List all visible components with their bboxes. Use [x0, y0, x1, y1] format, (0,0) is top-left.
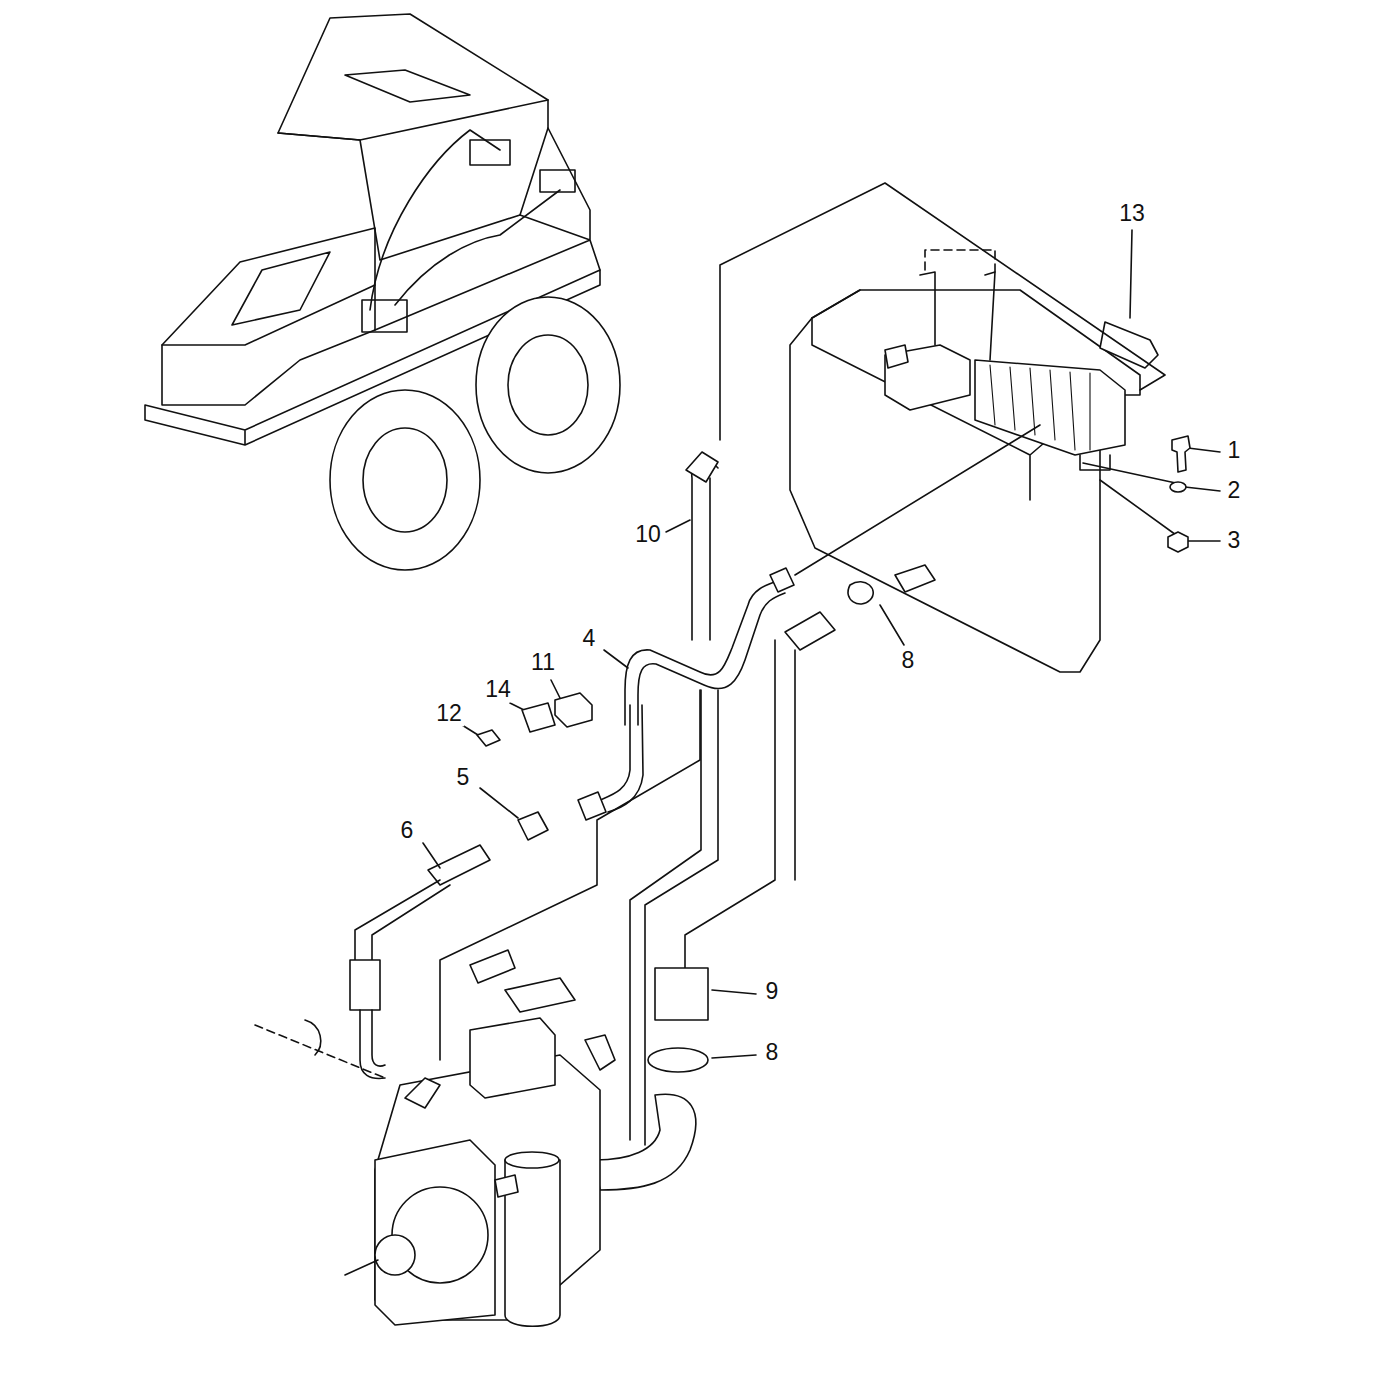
plate-fourteen [522, 703, 555, 732]
elbow-fitting [885, 345, 908, 368]
hose-six-end [350, 960, 380, 1010]
cab [278, 14, 548, 260]
callout-number: 12 [434, 701, 464, 726]
callout-number: 10 [633, 522, 663, 547]
callout-number: 3 [1226, 528, 1243, 553]
pump-elbow-left [405, 1078, 440, 1108]
leader-line [480, 788, 518, 818]
pump [345, 978, 615, 1326]
leader-line [1185, 487, 1220, 491]
callout-number: 8 [764, 1040, 781, 1065]
rear-wheel [476, 297, 620, 473]
tube-nine-run [685, 640, 795, 975]
front-wheel [330, 390, 480, 570]
stub-top [895, 565, 935, 592]
leader-line [551, 680, 560, 698]
pump-fitting [495, 1175, 518, 1197]
hoses [255, 425, 1040, 1190]
clamp-top [848, 582, 873, 604]
callout-number: 4 [581, 626, 598, 651]
tank-top [812, 290, 860, 318]
filter-housing [885, 345, 970, 410]
pipe-four [625, 580, 780, 725]
valve-sections [990, 365, 1090, 450]
pump-elbow-right [585, 1035, 615, 1070]
pipe-nut [770, 568, 794, 592]
leader-line [462, 725, 478, 735]
rear-rim [508, 335, 588, 435]
leader-line [712, 990, 756, 994]
callout-number: 8 [900, 648, 917, 673]
leader-lines [423, 230, 1220, 1058]
clamp-eleven [555, 693, 592, 727]
clip-left [305, 1020, 321, 1055]
small-valve [540, 170, 575, 192]
tube-nine-top [785, 612, 835, 650]
pilot-cylinder [1100, 322, 1158, 368]
control-valve [470, 1018, 555, 1098]
hose-ten [692, 459, 718, 640]
hood-panel [232, 252, 330, 325]
callout-number: 5 [455, 765, 472, 790]
hood-top [162, 285, 375, 345]
small-pump [362, 300, 407, 332]
pump-flange [375, 1140, 495, 1325]
leader-line [712, 1055, 756, 1058]
pipe-to-valve [795, 425, 1040, 575]
leader-line [1130, 230, 1132, 318]
small-tank [470, 140, 510, 165]
leader-line [1188, 448, 1220, 452]
pipe-four-b [638, 593, 785, 725]
pump-shaft [375, 1235, 415, 1275]
roof-hatch [345, 70, 470, 102]
cable-loop [925, 250, 995, 275]
tank-body [790, 290, 1140, 672]
leader-line [423, 843, 440, 868]
hood [162, 228, 375, 405]
callout-number: 11 [529, 650, 557, 675]
leader-line [1186, 540, 1220, 542]
callout-number: 1 [1226, 438, 1243, 463]
clamp-bottom [648, 1048, 708, 1072]
cab-roof [278, 100, 548, 140]
hose-run [370, 130, 560, 310]
leader-line [880, 605, 904, 645]
valve-block [975, 360, 1125, 455]
nut-five [578, 792, 606, 820]
hardware [477, 436, 1190, 746]
nut-three [1168, 532, 1188, 552]
hose-four-end [470, 950, 515, 983]
union-five [518, 812, 548, 840]
machine-overview [145, 14, 620, 570]
callout-number: 14 [483, 677, 513, 702]
pipe-four-lower [600, 705, 643, 812]
leader-line [666, 520, 690, 532]
bolt-one [1172, 436, 1190, 472]
callout-number: 13 [1117, 201, 1147, 226]
fitting [920, 272, 995, 360]
port-leaders [1083, 463, 1185, 540]
callout-number: 9 [764, 979, 781, 1004]
leader-line [604, 650, 628, 668]
callout-number: 6 [399, 818, 416, 843]
suction-elbow [595, 1094, 696, 1190]
hose-six-elbow [360, 1010, 385, 1078]
hydraulic-tank [720, 183, 1185, 672]
assembly-line [720, 183, 1165, 440]
shaft-leader [345, 1260, 378, 1275]
front-rim [363, 428, 447, 532]
solenoid [505, 978, 575, 1012]
callout-number: 2 [1226, 478, 1243, 503]
screw-twelve [477, 730, 500, 746]
washer-two [1170, 482, 1186, 492]
filter-top [505, 1152, 559, 1168]
tube-nine [655, 968, 708, 1020]
hose-ten-elbow [686, 452, 718, 482]
